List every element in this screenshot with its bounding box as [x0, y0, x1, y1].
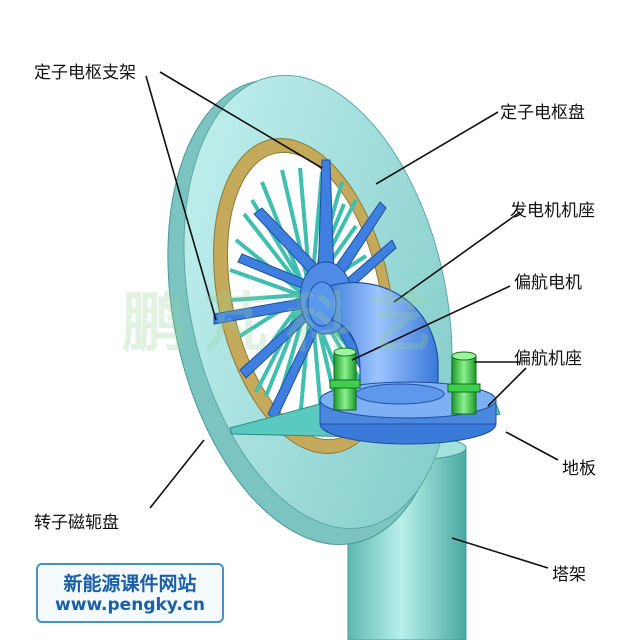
leader-lines	[145, 71, 559, 569]
website-url: www.pengky.cn	[55, 595, 205, 615]
label-tower: 塔架	[552, 565, 586, 585]
label-yaw-motor: 偏航电机	[514, 273, 582, 293]
watermark-text: 鹏芃科艺	[122, 287, 450, 361]
label-stator-disk: 定子电枢盘	[500, 103, 585, 123]
website-badge: 新能源课件网站 www.pengky.cn	[36, 563, 224, 623]
label-floor-plate: 地板	[562, 459, 596, 479]
generator-base	[307, 281, 439, 393]
label-generator-base: 发电机机座	[510, 201, 595, 221]
yaw-motor-left	[329, 347, 361, 411]
label-rotor-yoke-disk: 转子磁轭盘	[34, 513, 119, 533]
yaw-motor-right	[447, 351, 481, 415]
label-stator-bracket: 定子电枢支架	[34, 63, 136, 83]
label-yaw-base: 偏航机座	[514, 349, 582, 369]
website-name: 新能源课件网站	[63, 573, 197, 595]
